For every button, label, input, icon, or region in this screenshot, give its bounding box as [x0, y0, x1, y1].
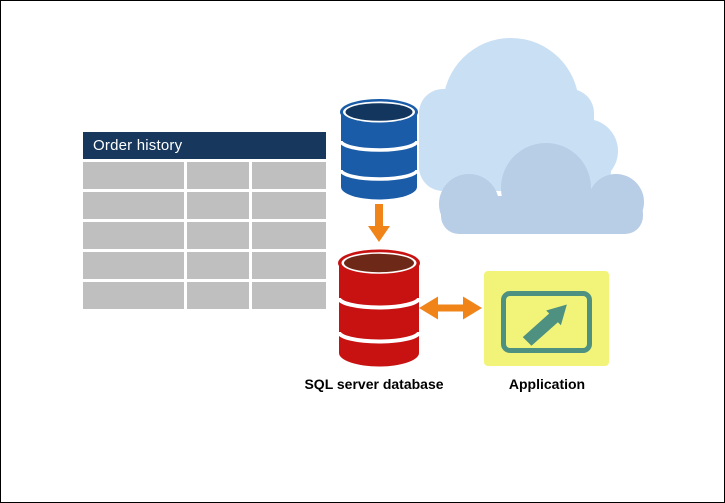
table-cell: [83, 192, 184, 219]
down-arrow-icon: [368, 204, 390, 242]
table-cell: [252, 162, 326, 189]
cloud-front-icon: [439, 143, 644, 234]
table-cell: [252, 252, 326, 279]
table-cell: [187, 252, 249, 279]
blue-database-body: [341, 112, 417, 200]
application-arrow-icon: [522, 304, 567, 346]
table-cell: [252, 282, 326, 309]
order-history-table: Order history: [83, 132, 326, 309]
table-cell: [252, 192, 326, 219]
red-database-separator: [337, 297, 421, 310]
sql-server-database-label: SQL server database: [304, 376, 444, 392]
table-cell: [187, 192, 249, 219]
order-history-title: Order history: [83, 132, 326, 159]
application-label: Application: [508, 376, 586, 392]
cloud-icon: [419, 38, 644, 234]
red-database-icon: [337, 249, 421, 367]
cloud-front-base: [441, 196, 643, 234]
table-cell: [187, 162, 249, 189]
order-history-grid: [83, 162, 326, 309]
table-cell: [83, 162, 184, 189]
blue-database-top: [345, 103, 413, 121]
application-icon: [484, 271, 609, 366]
table-cell: [187, 282, 249, 309]
table-cell: [83, 282, 184, 309]
table-cell: [252, 222, 326, 249]
red-database-separator: [337, 331, 421, 344]
red-database-top: [344, 253, 414, 273]
table-cell: [83, 252, 184, 279]
left-right-arrow-icon: [419, 296, 482, 320]
table-cell: [83, 222, 184, 249]
application-frame: [501, 291, 592, 353]
blue-database-separator: [339, 169, 419, 181]
red-database-body: [339, 263, 419, 367]
blue-database-icon: [339, 99, 419, 200]
blue-database-separator: [339, 140, 419, 152]
table-cell: [187, 222, 249, 249]
